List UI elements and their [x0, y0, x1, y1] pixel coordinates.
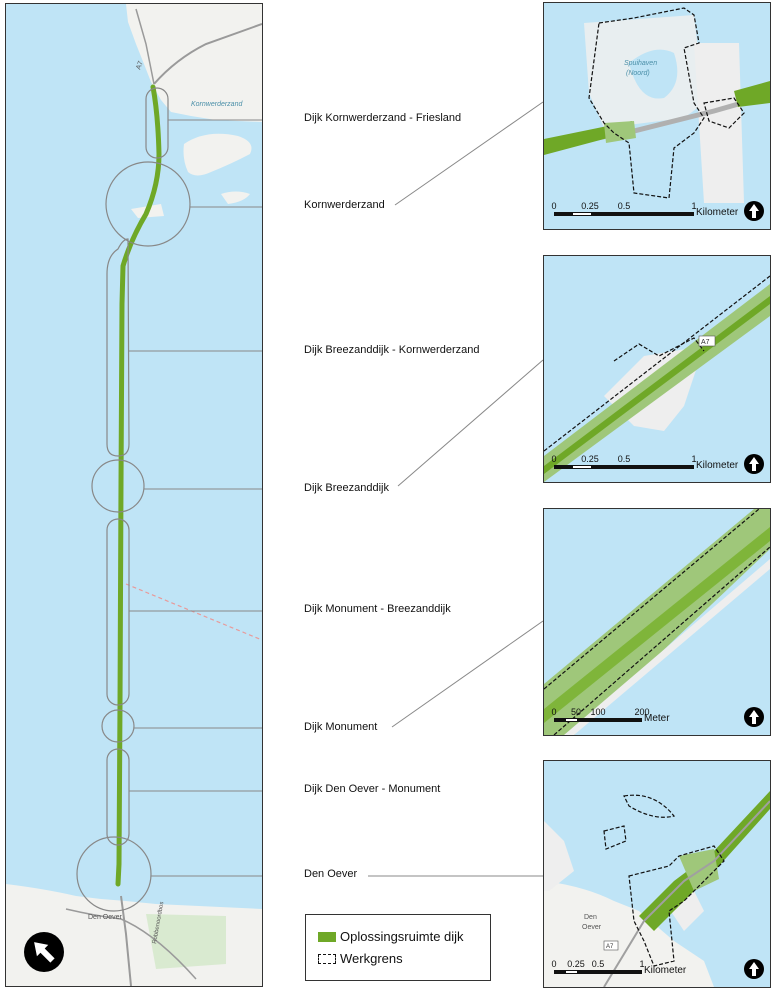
- legend-label: Oplossingsruimte dijk: [340, 929, 464, 944]
- scale-unit: Meter: [644, 713, 670, 724]
- outline-monument-breezanddijk: [106, 518, 130, 706]
- scale-tick: 1: [691, 454, 697, 464]
- inset-den-oever-canvas: Den Oever A7: [544, 791, 770, 987]
- legend-swatch-dashed: [318, 953, 336, 964]
- inset-label-oever: Oever: [582, 924, 602, 931]
- inset-breezanddijk[interactable]: A7 0 0.25 0.5 1 Kilometer: [543, 255, 771, 483]
- road-local: [65, 908, 197, 980]
- scale-tick: 0.25: [567, 959, 585, 969]
- scale-tick: 0.5: [591, 959, 605, 969]
- scale-unit: Kilometer: [696, 460, 739, 471]
- werkgrens-boundary-4: [623, 794, 676, 818]
- inset-label-a7: A7: [606, 944, 614, 950]
- place-label-kornwerderzand: Kornwerderzand: [191, 101, 243, 108]
- outline-breezanddijk-kornwerderzand: [106, 238, 130, 457]
- scale-tick: 0: [551, 454, 557, 464]
- outline-den-oever: [76, 836, 152, 912]
- scalebar-inset-4: 0 0.25 0.5 1 Kilometer: [551, 959, 739, 976]
- legend: Oplossingsruimte dijk Werkgrens: [305, 914, 491, 981]
- section-label-monument-breezanddijk: Dijk Monument - Breezanddijk: [304, 603, 451, 615]
- legend-swatch-green: [318, 931, 336, 942]
- north-arrow-inset-1: [744, 201, 764, 221]
- north-arrow-main: [24, 932, 64, 972]
- section-label-den-oever: Den Oever: [304, 868, 358, 880]
- werkgrens-boundary-3: [544, 509, 760, 690]
- dike-road: [544, 296, 770, 474]
- main-map-canvas: A7 Kornwerderzand Den Oever Robbenoordbo…: [6, 4, 262, 986]
- dike-east: [734, 81, 770, 107]
- inset-monument[interactable]: 0 50 100 200 Meter: [543, 508, 771, 736]
- inset-kornwerderzand[interactable]: Spuihaven (Noord) 0 0.25 0.5 1 Kilometer: [543, 2, 771, 230]
- afsluitdijk-dike: [115, 84, 162, 887]
- scale-tick: 0.5: [617, 454, 631, 464]
- inset-label-den: Den: [584, 914, 597, 921]
- scale-unit: Kilometer: [696, 207, 739, 218]
- scale-tick: 0: [551, 707, 557, 717]
- main-map[interactable]: A7 Kornwerderzand Den Oever Robbenoordbo…: [5, 3, 263, 987]
- lock-complex: [694, 43, 744, 203]
- scale-tick: 50: [570, 707, 582, 717]
- island-shape-small: [221, 191, 250, 204]
- legend-item-werkgrens: Werkgrens: [318, 951, 403, 966]
- friesland-land: [126, 4, 262, 122]
- scale-tick: 200: [634, 707, 650, 717]
- road-a7-south: [120, 895, 132, 986]
- north-arrow-icon: [749, 457, 759, 471]
- inset-kornwerderzand-canvas: Spuihaven (Noord): [544, 7, 770, 203]
- outline-breezanddijk: [91, 459, 145, 513]
- section-label-monument: Dijk Monument: [304, 721, 378, 733]
- north-arrow-icon: [749, 204, 759, 218]
- inset-breezanddijk-canvas: A7: [544, 275, 770, 482]
- den-oever-land: [544, 881, 714, 987]
- legend-label: Werkgrens: [340, 951, 403, 966]
- road-a7-north: [153, 23, 262, 85]
- leader-lines: [129, 119, 262, 877]
- section-label-breezanddijk: Dijk Breezanddijk: [304, 482, 389, 494]
- legend-item-oplossingsruimte: Oplossingsruimte dijk: [318, 929, 464, 944]
- boundary-line: [125, 583, 262, 641]
- inset-den-oever[interactable]: Den Oever A7 0 0.25 0.5 1 Kilometer: [543, 760, 771, 988]
- scale-tick: 1: [639, 959, 645, 969]
- scalebar-inset-3: 0 50 100 200 Meter: [551, 707, 739, 724]
- north-arrow-inset-2: [744, 454, 764, 474]
- place-label-den-oever: Den Oever: [88, 914, 123, 921]
- scale-tick: 0: [551, 959, 557, 969]
- north-arrow-icon: [749, 710, 759, 724]
- section-label-kornwerderzand-friesland: Dijk Kornwerderzand - Friesland: [304, 112, 462, 124]
- inset-label-a7: A7: [701, 339, 710, 346]
- outline-kornwerderzand-friesland: [145, 87, 169, 159]
- outline-den-oever-monument: [106, 748, 130, 846]
- island-shape: [183, 133, 252, 176]
- scale-tick: 1: [691, 201, 697, 211]
- north-arrow-icon: [34, 942, 55, 963]
- road-secondary: [135, 8, 155, 85]
- werkgrens-boundary-1: [588, 7, 705, 199]
- section-label-kornwerderzand: Kornwerderzand: [304, 199, 385, 211]
- outline-kornwerderzand: [105, 161, 191, 247]
- north-arrow-inset-4: [744, 959, 764, 979]
- section-outlines: [76, 87, 191, 912]
- road-label-a7: A7: [135, 60, 145, 71]
- north-arrow-inset-3: [744, 707, 764, 727]
- scalebar-inset-1: 0 0.25 0.5 1 Kilometer: [551, 201, 739, 218]
- robbenoordbos-area: [146, 914, 226, 969]
- scale-tick: 0.25: [581, 201, 599, 211]
- scale-unit: Kilometer: [644, 965, 687, 976]
- outline-monument: [101, 709, 135, 743]
- dike-road: [544, 527, 770, 723]
- section-label-den-oever-monument: Dijk Den Oever - Monument: [304, 783, 441, 795]
- scale-tick: 0: [551, 201, 557, 211]
- inset-label-spuihaven: Spuihaven: [624, 60, 657, 67]
- road-a7: [603, 800, 770, 987]
- scale-tick: 0.5: [617, 201, 631, 211]
- scalebar-inset-2: 0 0.25 0.5 1 Kilometer: [551, 454, 739, 471]
- section-label-breezanddijk-kornwerderzand: Dijk Breezanddijk - Kornwerderzand: [304, 344, 480, 356]
- scale-tick: 0.25: [581, 454, 599, 464]
- inset-label-noord: (Noord): [626, 70, 650, 77]
- north-arrow-icon: [749, 962, 759, 976]
- inset-monument-canvas: [544, 509, 770, 735]
- scale-tick: 100: [590, 707, 606, 717]
